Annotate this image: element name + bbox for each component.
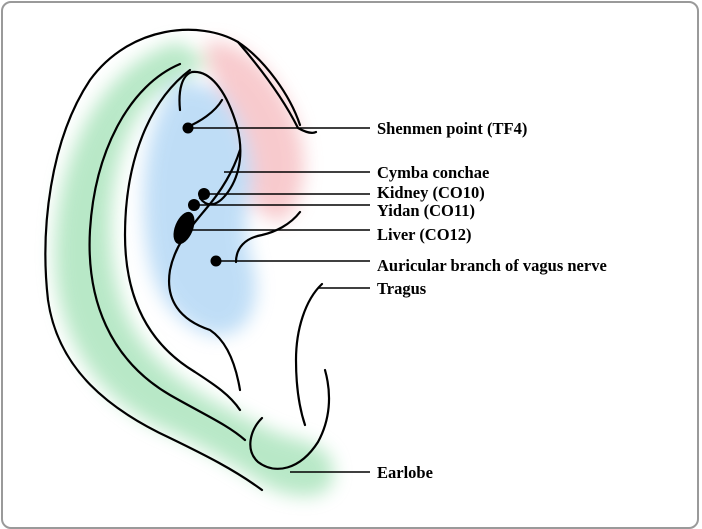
earlobe-outline bbox=[249, 368, 331, 470]
label-tragus: Tragus bbox=[377, 279, 427, 298]
tragus-outline bbox=[234, 210, 302, 264]
upper-pink-region bbox=[205, 41, 304, 221]
helix-green-region bbox=[54, 42, 334, 497]
concha-rim-outline bbox=[167, 148, 242, 392]
antihelix-outline bbox=[123, 68, 242, 412]
label-liver: Liver (CO12) bbox=[377, 225, 472, 244]
leader-lines bbox=[188, 127, 370, 473]
label-shenmen: Shenmen point (TF4) bbox=[377, 119, 527, 138]
ear-outline bbox=[44, 28, 331, 492]
liver-point bbox=[173, 211, 195, 245]
label-cymba-conchae: Cymba conchae bbox=[377, 163, 489, 182]
concha-blue-region bbox=[143, 80, 256, 336]
ear-canal-outline bbox=[294, 282, 324, 427]
helix-top-cap bbox=[236, 40, 318, 134]
label-earlobe: Earlobe bbox=[377, 463, 433, 482]
helix-inner-outline bbox=[88, 62, 247, 442]
label-kidney: Kidney (CO10) bbox=[377, 183, 485, 202]
labels: Shenmen point (TF4) Cymba conchae Kidney… bbox=[377, 119, 607, 482]
label-vagus: Auricular branch of vagus nerve bbox=[377, 256, 607, 275]
shading-regions bbox=[54, 41, 334, 497]
label-yidan: Yidan (CO11) bbox=[377, 201, 475, 220]
upper-crus-outline bbox=[178, 70, 242, 206]
